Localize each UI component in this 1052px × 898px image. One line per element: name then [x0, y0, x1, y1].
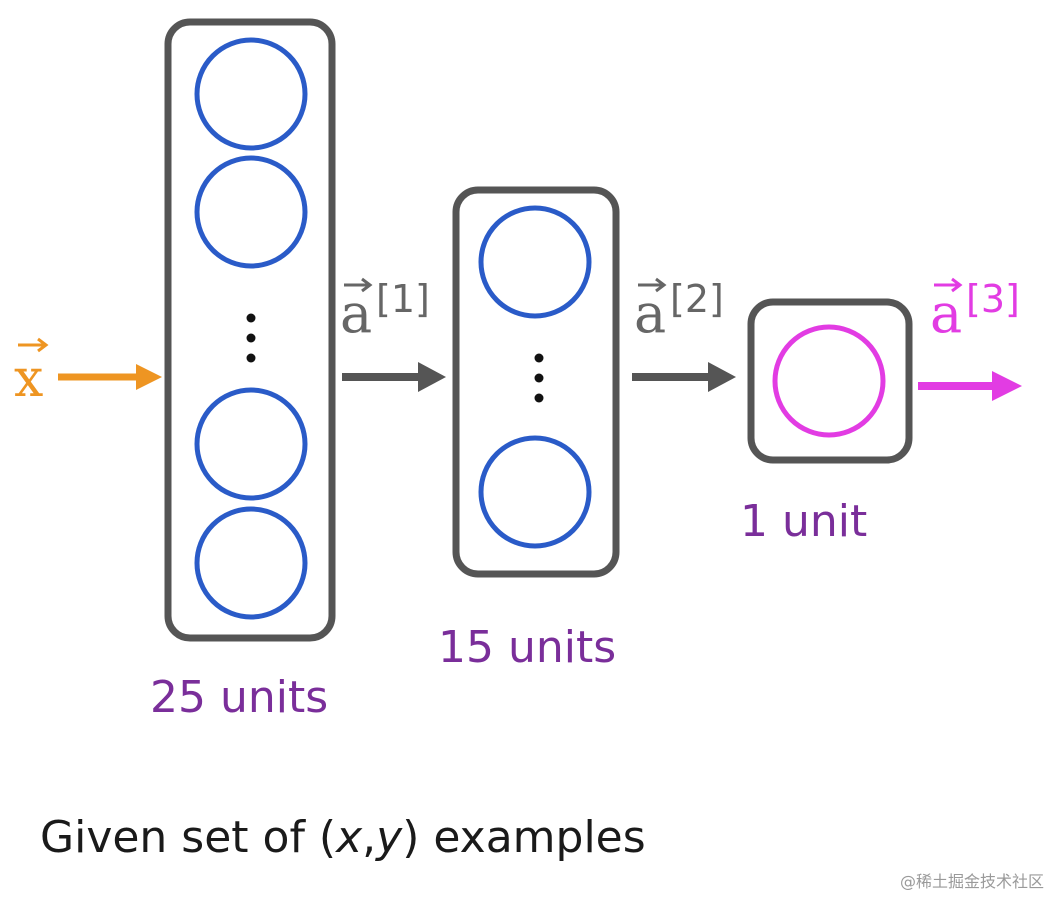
- activation-a3-vector-icon: [934, 277, 963, 293]
- layer-2-neuron: [478, 205, 592, 319]
- layer-2: [452, 186, 620, 578]
- layer-1-units-label: 25 units: [150, 672, 329, 723]
- activation-a1-symbol: a: [340, 282, 372, 345]
- layer-1-box: [164, 18, 336, 642]
- caption-y: y: [376, 812, 403, 863]
- arrow-layer-2-to-3: [632, 362, 736, 392]
- layer-1-neuron: [194, 387, 308, 501]
- activation-a3-label: a [3]: [930, 277, 1020, 345]
- activation-a2-superscript: [2]: [670, 277, 724, 321]
- layer-2-box: [452, 186, 620, 578]
- layer-1-ellipsis-icon: [246, 313, 256, 363]
- caption-x: x: [336, 812, 363, 863]
- input-vector-arrow-icon: [18, 337, 49, 353]
- layer-3-units-label: 1 unit: [740, 496, 868, 547]
- caption-prefix: Given set of (: [40, 812, 337, 863]
- caption-suffix: ) examples: [402, 812, 646, 863]
- layer-2-neuron: [478, 435, 592, 549]
- activation-a1-vector-icon: [344, 277, 373, 293]
- input-arrow: [58, 364, 162, 390]
- activation-a3-superscript: [3]: [966, 277, 1020, 321]
- activation-a2-vector-icon: [638, 277, 667, 293]
- output-arrow: [918, 371, 1022, 401]
- layer-3: [747, 298, 913, 464]
- input-x-symbol: x: [14, 349, 43, 409]
- caption-comma: ,: [362, 812, 377, 863]
- activation-a1-label: a [1]: [340, 277, 430, 345]
- caption: Given set of (x,y) examples: [40, 812, 646, 863]
- watermark: @稀土掘金技术社区: [899, 872, 1044, 891]
- input-x-label: x: [14, 337, 49, 409]
- activation-a2-symbol: a: [634, 282, 666, 345]
- layer-1: [164, 18, 336, 642]
- layer-1-neuron: [194, 37, 308, 151]
- activation-a1-superscript: [1]: [376, 277, 430, 321]
- layer-2-units-label: 15 units: [438, 622, 617, 673]
- activation-a3-symbol: a: [930, 282, 962, 345]
- activation-a2-label: a [2]: [634, 277, 724, 345]
- layer-1-neuron: [194, 506, 308, 620]
- layer-1-neuron: [194, 155, 308, 269]
- arrow-layer-1-to-2: [342, 362, 446, 392]
- output-neuron: [772, 324, 886, 438]
- layer-2-ellipsis-icon: [534, 353, 544, 403]
